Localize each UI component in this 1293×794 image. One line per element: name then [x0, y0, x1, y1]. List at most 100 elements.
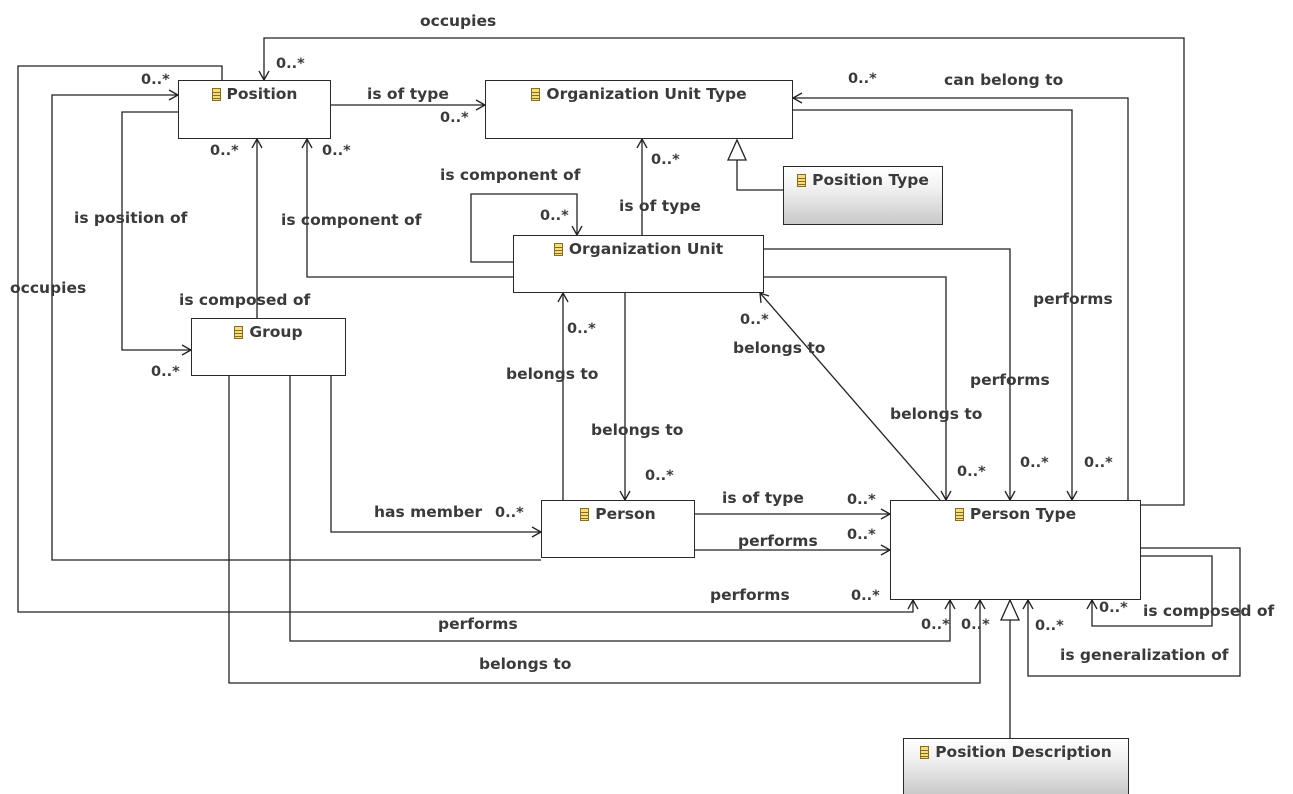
edge-belongs-to-group	[228, 376, 981, 684]
relation-label: is component of	[281, 211, 422, 229]
edge-is-generalization-of	[1027, 547, 1241, 677]
edge-is-composed-of-pt	[1091, 555, 1213, 627]
class-icon	[580, 507, 590, 521]
edge-belongs-to-ou-pt	[764, 276, 947, 500]
arrowhead	[944, 598, 956, 610]
multiplicity-label: 0..*	[847, 492, 876, 508]
edge-occupies-left	[51, 94, 541, 561]
relation-label: performs	[738, 532, 818, 550]
multiplicity-label: 0..*	[1035, 618, 1064, 634]
edge-performs-position	[17, 65, 914, 613]
relation-label: occupies	[420, 12, 497, 30]
edge-performs-group	[289, 376, 951, 642]
multiplicity-label: 0..*	[495, 505, 524, 521]
relation-label: is of type	[619, 197, 701, 215]
relation-label: belongs to	[591, 421, 684, 439]
arrowhead	[1086, 598, 1098, 610]
class-icon	[553, 242, 563, 256]
relation-label: belongs to	[733, 339, 826, 357]
multiplicity-label: 0..*	[151, 364, 180, 380]
class-name: Position	[226, 85, 298, 103]
relation-label: performs	[710, 586, 790, 604]
relation-label: performs	[438, 615, 518, 633]
class-name: Position Type	[812, 171, 929, 189]
class-name: Group	[249, 323, 303, 341]
multiplicity-label: 0..*	[847, 527, 876, 543]
class-name: Person	[595, 505, 656, 523]
class-icon	[531, 87, 541, 101]
class-icon	[954, 507, 964, 521]
multiplicity-label: 0..*	[740, 312, 769, 328]
class-icon	[211, 87, 221, 101]
class-name: Person Type	[969, 505, 1077, 523]
class-organization-unit[interactable]: Organization Unit	[513, 235, 764, 293]
arrowhead	[759, 292, 770, 304]
edge-has-member	[330, 376, 541, 533]
edge-belongs-to-pt-ou	[759, 292, 941, 501]
relation-label: can belong to	[944, 71, 1064, 89]
multiplicity-label: 0..*	[141, 72, 170, 88]
arrowhead	[557, 291, 569, 303]
arrowhead	[251, 137, 263, 149]
relation-label: performs	[970, 371, 1050, 389]
relation-label: is composed of	[1143, 602, 1275, 620]
relation-label: occupies	[10, 279, 87, 297]
edge-performs-right	[793, 109, 1073, 500]
multiplicity-label: 0..*	[1099, 600, 1128, 616]
multiplicity-label: 0..*	[1084, 455, 1113, 471]
arrowhead	[301, 137, 313, 149]
multiplicity-label: 0..*	[645, 468, 674, 484]
class-name: Position Description	[935, 743, 1112, 761]
edge-is-component-of-position	[306, 139, 513, 278]
relation-label: belongs to	[479, 655, 572, 673]
relation-label: belongs to	[506, 365, 599, 383]
arrowhead	[1022, 598, 1034, 610]
generalization-triangle	[999, 598, 1021, 621]
relation-label: is position of	[74, 209, 188, 227]
multiplicity-label: 0..*	[322, 143, 351, 159]
relation-label: is generalization of	[1060, 646, 1229, 664]
multiplicity-label: 0..*	[440, 110, 469, 126]
edge-generalization-position-type	[736, 160, 783, 191]
arrowhead	[636, 137, 648, 149]
multiplicity-label: 0..*	[651, 152, 680, 168]
multiplicity-label: 0..*	[851, 588, 880, 604]
class-icon	[920, 745, 930, 759]
multiplicity-label: 0..*	[276, 56, 305, 72]
edge-occupies-top	[263, 37, 1185, 506]
relation-label: is of type	[722, 489, 804, 507]
arrowhead	[974, 598, 986, 610]
multiplicity-label: 0..*	[567, 321, 596, 337]
edge-is-position-of	[121, 111, 191, 351]
generalization-triangle	[726, 138, 748, 161]
relation-label: is of type	[367, 85, 449, 103]
edge-can-belong-to	[793, 97, 1129, 500]
class-position[interactable]: Position	[178, 80, 331, 139]
multiplicity-label: 0..*	[921, 617, 950, 633]
multiplicity-label: 0..*	[961, 617, 990, 633]
multiplicity-label: 0..*	[210, 143, 239, 159]
relation-label: is composed of	[179, 291, 311, 309]
multiplicity-label: 0..*	[957, 464, 986, 480]
class-organization-unit-type[interactable]: Organization Unit Type	[485, 80, 793, 139]
class-position-type[interactable]: Position Type	[783, 166, 943, 225]
arrowhead	[791, 92, 803, 104]
class-person[interactable]: Person	[541, 500, 695, 558]
arrowhead	[907, 598, 919, 610]
relation-label: belongs to	[890, 405, 983, 423]
multiplicity-label: 0..*	[540, 208, 569, 224]
class-name: Organization Unit Type	[546, 85, 747, 103]
edge-is-component-of-self	[470, 193, 578, 263]
edge-performs-ou	[764, 248, 1011, 500]
multiplicity-label: 0..*	[848, 71, 877, 87]
relation-label: is component of	[440, 166, 581, 184]
class-position-description[interactable]: Position Description	[903, 738, 1129, 794]
class-group[interactable]: Group	[191, 318, 346, 376]
relation-label: performs	[1033, 290, 1113, 308]
class-icon	[234, 325, 244, 339]
class-icon	[797, 173, 807, 187]
class-name: Organization Unit	[568, 240, 724, 258]
relation-label: has member	[374, 503, 483, 521]
class-person-type[interactable]: Person Type	[890, 500, 1141, 600]
